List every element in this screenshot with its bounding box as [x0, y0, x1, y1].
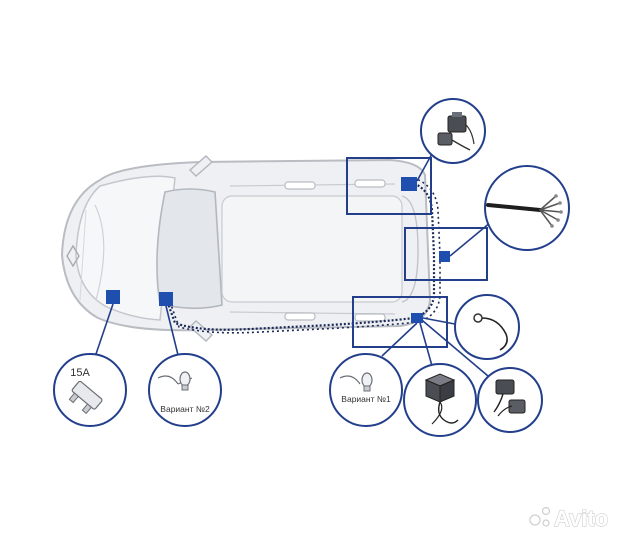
mirror-left	[188, 155, 214, 177]
callout-connector	[420, 98, 486, 164]
callout-ring-terminal	[454, 294, 520, 360]
brand-logo-icon	[66, 244, 80, 268]
variant2-label: Вариант №2	[160, 404, 210, 414]
car-top-view	[60, 155, 432, 342]
mirror-right	[188, 320, 214, 342]
bulb-wire-icon	[157, 371, 193, 391]
car-hood	[75, 175, 176, 321]
callout-variant1: Вариант №1	[329, 353, 403, 427]
fuse-icon	[68, 380, 103, 415]
car-roof	[221, 195, 403, 303]
variant1-label: Вариант №1	[341, 394, 391, 404]
connection-points	[106, 177, 450, 323]
callout-plug	[477, 367, 543, 433]
highlight-box-rear-mid	[404, 227, 488, 281]
relay-module-icon	[424, 373, 459, 425]
avito-watermark: Avito	[529, 505, 609, 532]
ring-terminal-icon	[473, 313, 508, 351]
callout-fuse: 15A	[53, 353, 127, 427]
connection-point-rear-mid	[439, 251, 450, 262]
leader-lines	[95, 151, 492, 377]
callout-relay-module	[403, 363, 477, 437]
connection-point-variant2	[159, 292, 173, 306]
plug-icon	[493, 379, 526, 417]
callout-wire-bundle	[484, 165, 570, 251]
highlight-box-rear-top	[346, 157, 432, 215]
rear-window	[401, 195, 419, 303]
wire-bundle-icon	[486, 194, 563, 228]
connector-icon	[437, 112, 475, 151]
connection-point-rear-top	[401, 177, 417, 191]
harness-main-2	[169, 177, 441, 334]
fuse-label: 15A	[70, 367, 90, 379]
connection-point-fuse	[106, 290, 120, 304]
windshield	[156, 188, 223, 310]
connection-point-rear-bottom	[411, 313, 423, 323]
callout-variant2: Вариант №2	[148, 353, 222, 427]
wiring-harness	[164, 177, 441, 334]
watermark-text: Avito	[554, 506, 608, 531]
bulb-wire-icon-2	[339, 372, 373, 392]
